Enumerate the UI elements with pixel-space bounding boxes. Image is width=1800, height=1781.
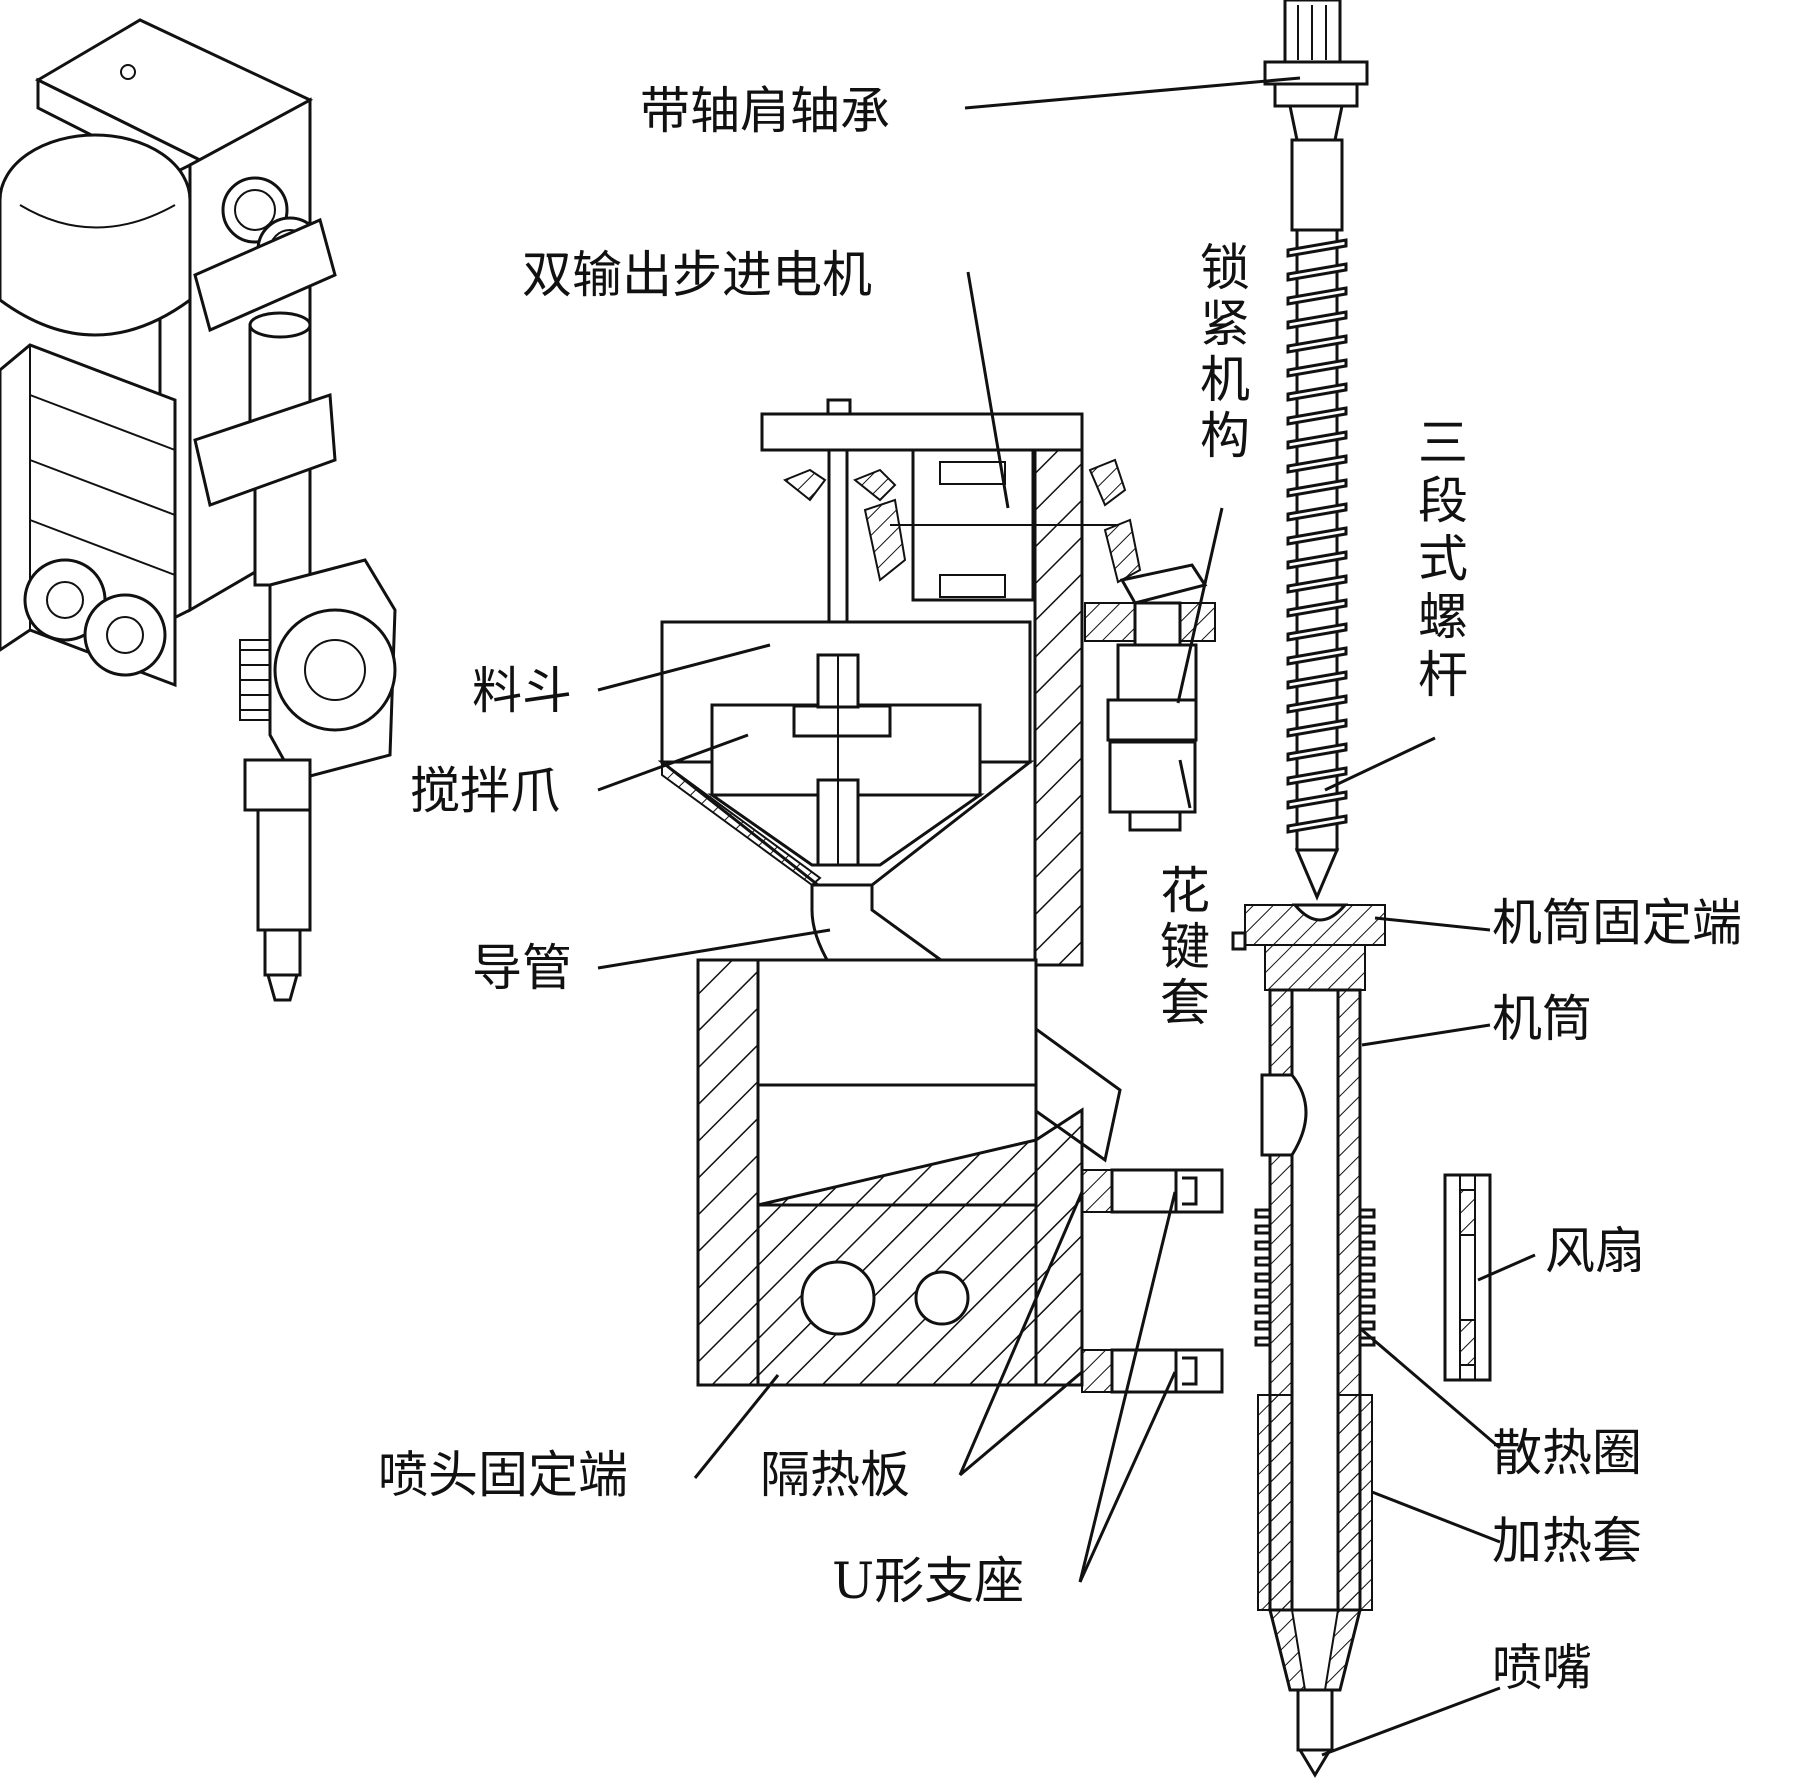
splineText-glyph: 套: [1160, 974, 1210, 1032]
thread-turn: [1286, 334, 1348, 354]
barrel-assembly: [1231, 903, 1386, 1778]
radiator-fin: [1254, 1224, 1272, 1235]
label-radiator: 散热圈: [1492, 1424, 1642, 1482]
label-guide-tube: 导管: [472, 939, 572, 997]
splineText-glyph: 键: [1160, 918, 1210, 976]
label-barrel-fixed: 机筒固定端: [1492, 894, 1742, 952]
radiator-fin: [1358, 1208, 1376, 1219]
radiator-fin: [1254, 1336, 1272, 1347]
radiator-fin: [1254, 1272, 1272, 1283]
label-fan: 风扇: [1545, 1222, 1645, 1280]
thread-turn: [1286, 286, 1348, 306]
label-u-support: U形支座: [832, 1552, 1024, 1610]
thread-turn: [1286, 262, 1348, 282]
thread-turn: [1286, 622, 1348, 642]
thread-turn: [1286, 550, 1348, 570]
radiator-fin: [1254, 1288, 1272, 1299]
thread-turn: [1286, 718, 1348, 738]
radiator-fin: [1254, 1320, 1272, 1331]
screwText-glyph: 杆: [1418, 646, 1468, 704]
splineText-glyph: 花: [1160, 862, 1210, 920]
radiator-fin: [1254, 1256, 1272, 1267]
thread-turn: [1286, 406, 1348, 426]
label-lock: 锁紧机构: [1200, 239, 1250, 465]
labels: 带轴肩轴承 双输出步进电机 料斗 搅拌爪 导管 机筒固定端 机筒 风扇 喷头固定…: [378, 82, 1742, 1697]
label-bearing: 带轴肩轴承: [640, 82, 890, 140]
thread-turn: [1286, 790, 1348, 810]
label-spline: 花键套: [1160, 862, 1210, 1032]
lockText-glyph: 构: [1200, 407, 1250, 465]
lockText-glyph: 锁: [1200, 239, 1250, 297]
thread-turn: [1286, 694, 1348, 714]
thread-turn: [1286, 574, 1348, 594]
radiator-fin: [1358, 1224, 1376, 1235]
radiator-fin: [1358, 1256, 1376, 1267]
thread-turn: [1286, 238, 1348, 258]
thread-turn: [1286, 478, 1348, 498]
thread-turn: [1286, 766, 1348, 786]
isometric-view: [0, 18, 397, 1002]
label-nozzle: 喷嘴: [1492, 1639, 1592, 1697]
thread-turn: [1286, 742, 1348, 762]
thread-turn: [1286, 430, 1348, 450]
thread-turn: [1286, 358, 1348, 378]
lockText-glyph: 机: [1200, 351, 1250, 409]
radiator-fins: [1254, 1208, 1376, 1347]
radiator-fin: [1358, 1272, 1376, 1283]
label-stirrer: 搅拌爪: [410, 762, 560, 820]
thread-turn: [1286, 502, 1348, 522]
thread-turn: [1286, 598, 1348, 618]
label-screw: 三段式螺杆: [1418, 414, 1468, 704]
radiator-fin: [1358, 1320, 1376, 1331]
lockText-glyph: 紧: [1200, 295, 1250, 353]
screwText-glyph: 段: [1418, 472, 1468, 530]
radiator-fin: [1254, 1240, 1272, 1251]
thread-turn: [1286, 814, 1348, 834]
radiator-fin: [1358, 1304, 1376, 1315]
radiator-fin: [1254, 1304, 1272, 1315]
screw-threads: [1286, 238, 1348, 834]
radiator-fin: [1358, 1288, 1376, 1299]
radiator-fin: [1358, 1240, 1376, 1251]
leader-lines: [597, 76, 1536, 1757]
label-heater: 加热套: [1492, 1512, 1642, 1570]
thread-turn: [1286, 526, 1348, 546]
label-motor: 双输出步进电机: [522, 246, 872, 304]
thread-turn: [1286, 670, 1348, 690]
screwText-glyph: 螺: [1418, 588, 1468, 646]
label-hopper: 料斗: [472, 662, 572, 720]
section-view: [657, 398, 1224, 1394]
screw-assembly: [1263, 0, 1369, 901]
screwText-glyph: 式: [1418, 530, 1468, 588]
thread-turn: [1286, 646, 1348, 666]
label-nozzle-fixed: 喷头固定端: [378, 1446, 628, 1504]
thread-turn: [1286, 454, 1348, 474]
label-insulation: 隔热板: [760, 1446, 910, 1504]
label-barrel: 机筒: [1492, 990, 1592, 1048]
thread-turn: [1286, 382, 1348, 402]
screwText-glyph: 三: [1418, 414, 1468, 472]
radiator-fin: [1254, 1208, 1272, 1219]
thread-turn: [1286, 310, 1348, 330]
